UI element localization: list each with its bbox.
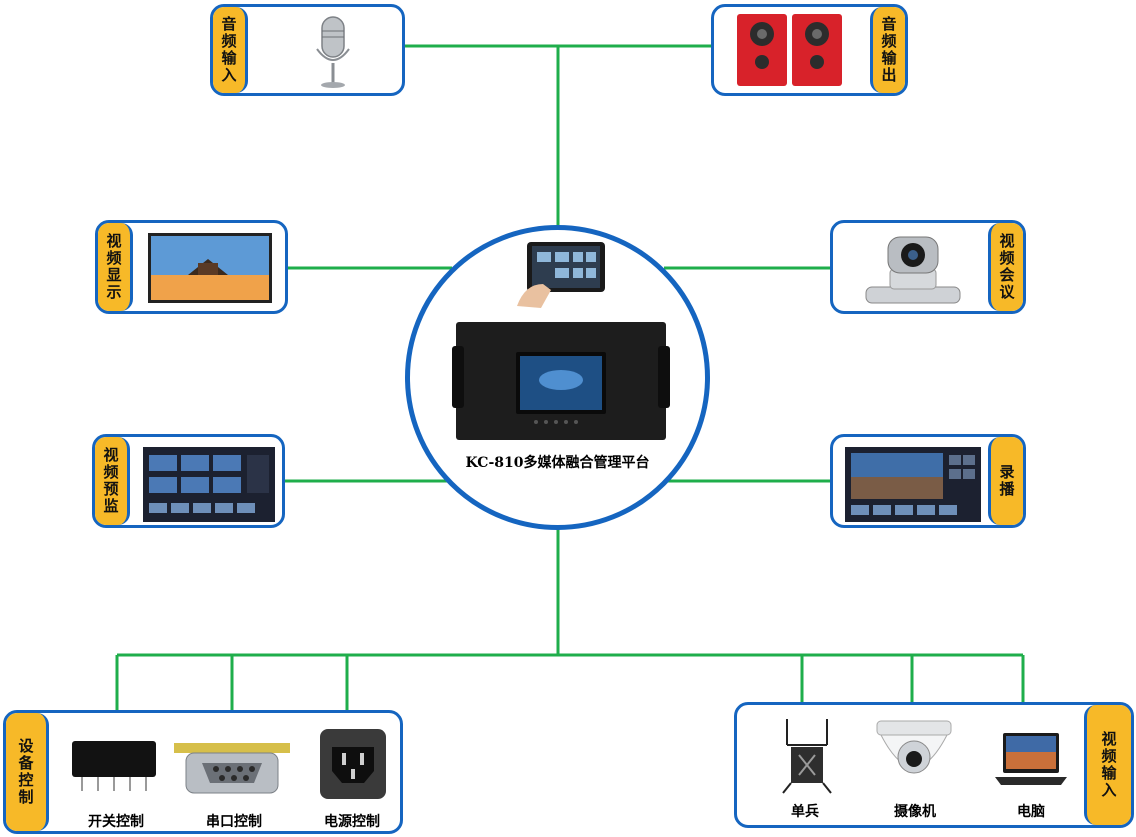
node-label: 设备控制 xyxy=(16,738,35,806)
tab: 视频会议 xyxy=(988,223,1023,311)
central-hub[interactable]: KC-810多媒体融合管理平台 xyxy=(405,225,710,530)
tab: 视频输入 xyxy=(1084,705,1131,825)
device-label-soldier: 单兵 xyxy=(791,804,819,820)
device-label-switch: 开关控制 xyxy=(88,814,144,830)
tab: 视频预监 xyxy=(95,437,130,525)
tab: 视频显示 xyxy=(98,223,133,311)
node-video-display[interactable]: 视频显示 xyxy=(95,220,288,314)
dome-camera-icon xyxy=(876,720,952,774)
microphone-icon xyxy=(316,16,350,88)
node-label: 视频显示 xyxy=(104,233,123,301)
node-audio-out[interactable]: 音频输出 xyxy=(711,4,908,96)
node-video-input[interactable]: 视频输入 单兵 摄像机 电脑 xyxy=(734,702,1134,828)
node-recording[interactable]: 录播 xyxy=(830,434,1026,528)
serial-connector-icon xyxy=(174,743,290,794)
soldier-device-icon xyxy=(782,719,832,794)
node-video-conf[interactable]: 视频会议 xyxy=(830,220,1026,314)
tab: 录播 xyxy=(988,437,1023,525)
speakers-icon xyxy=(737,14,842,86)
tv-display-icon xyxy=(148,233,272,303)
node-label: 视频输入 xyxy=(1099,731,1118,799)
hub-label: KC-810多媒体融合管理平台 xyxy=(465,455,650,471)
tablet-icon xyxy=(517,242,605,308)
device-label-power: 电源控制 xyxy=(324,814,380,830)
node-label: 视频预监 xyxy=(101,447,120,515)
laptop-icon xyxy=(995,733,1067,785)
recording-monitor-icon xyxy=(845,447,981,522)
node-label: 音频输入 xyxy=(219,16,238,84)
device-label-computer: 电脑 xyxy=(1017,804,1045,820)
device-label-serial: 串口控制 xyxy=(206,814,262,830)
ptz-camera-icon xyxy=(865,236,961,304)
controller-chassis-icon xyxy=(452,322,670,440)
tab: 设备控制 xyxy=(6,713,49,831)
node-label: 视频会议 xyxy=(997,233,1016,301)
node-label: 音频输出 xyxy=(879,16,898,84)
device-label-camera: 摄像机 xyxy=(894,804,936,820)
node-device-control[interactable]: 设备控制 开关控制 串口控制 电源控制 xyxy=(3,710,403,834)
node-audio-in[interactable]: 音频输入 xyxy=(210,4,405,96)
power-socket-icon xyxy=(320,729,386,799)
node-video-preview[interactable]: 视频预监 xyxy=(92,434,285,528)
tab: 音频输出 xyxy=(870,7,905,93)
preview-monitor-icon xyxy=(143,447,275,522)
tab: 音频输入 xyxy=(213,7,248,93)
node-label: 录播 xyxy=(997,464,1016,498)
relay-switch-icon xyxy=(72,741,156,791)
